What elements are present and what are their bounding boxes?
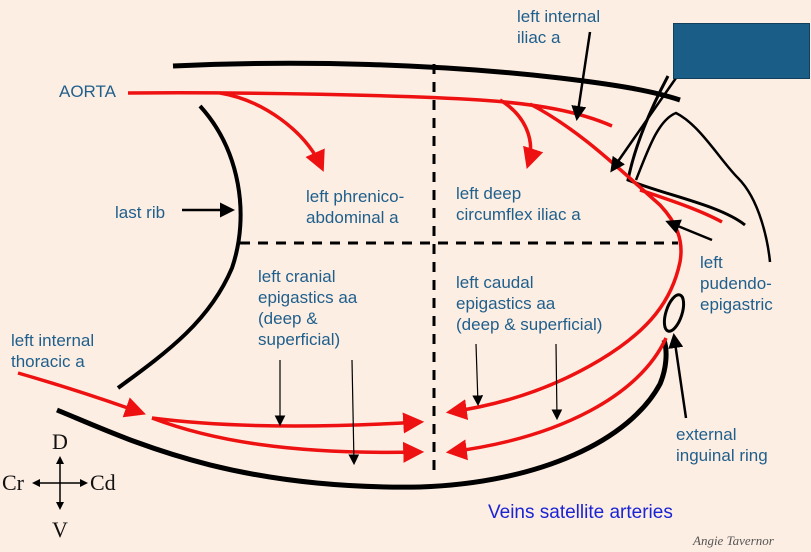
compass-dorsal: D <box>52 429 68 454</box>
left-phrenico-abdominal-label: left phrenico- abdominal a <box>306 187 405 227</box>
compass-cranial: Cr <box>2 470 24 495</box>
internal-iliac-pointer <box>571 31 592 121</box>
caudal-superficial-pointer <box>551 343 563 421</box>
left-deep-circumflex-iliac-label: left deep circumflex iliac a <box>456 184 581 224</box>
inguinal-ring-pointer <box>668 333 688 419</box>
dorsal-body-wall <box>172 60 681 103</box>
orientation-compass-arrows <box>32 456 88 510</box>
left-internal-iliac-label: left internal iliac a <box>517 7 601 47</box>
cranial-epigastric-superficial-vessel <box>151 416 425 463</box>
caudal-deep-pointer <box>472 343 484 407</box>
author-credit: Angie Tavernor <box>693 533 774 548</box>
ventral-body-wall <box>56 339 669 490</box>
superficial-caudal-vessel <box>445 337 668 461</box>
external-inguinal-ring-label: external inguinal ring <box>676 425 768 465</box>
last-rib-label: last rib <box>115 203 166 222</box>
deep-circumflex-iliac-vessel <box>499 98 544 170</box>
internal-thoracic-vessel <box>17 371 146 418</box>
phrenico-abdominal-vessel <box>219 91 325 172</box>
pelvic-outline-upper <box>626 75 746 227</box>
veins-note: Veins satellite arteries <box>488 502 673 523</box>
compass-caudal: Cd <box>90 470 116 495</box>
box-pointer <box>610 77 678 173</box>
left-pudendo-epigastric-label: left pudendo- epigastric <box>700 253 773 314</box>
external-inguinal-ring-shape <box>662 293 686 333</box>
left-internal-thoracic-label: left internal thoracic a <box>11 331 95 371</box>
left-caudal-epigastics-label: left caudal epigastics aa (deep & superf… <box>456 273 603 334</box>
cranial-superficial-pointer <box>348 359 360 466</box>
cranial-epigastric-deep-vessel <box>151 412 425 434</box>
highlight-box <box>673 23 810 79</box>
left-cranial-epigastics-label: left cranial epigastics aa (deep & super… <box>258 267 358 349</box>
compass-ventral: V <box>52 517 68 542</box>
pudendo-epigastric-pointer <box>665 219 713 242</box>
aorta-label: AORTA <box>59 82 116 101</box>
pelvic-outline-lower <box>634 111 772 263</box>
last-rib-outline <box>116 104 243 390</box>
pudendo-epigastric-branch <box>639 188 723 224</box>
